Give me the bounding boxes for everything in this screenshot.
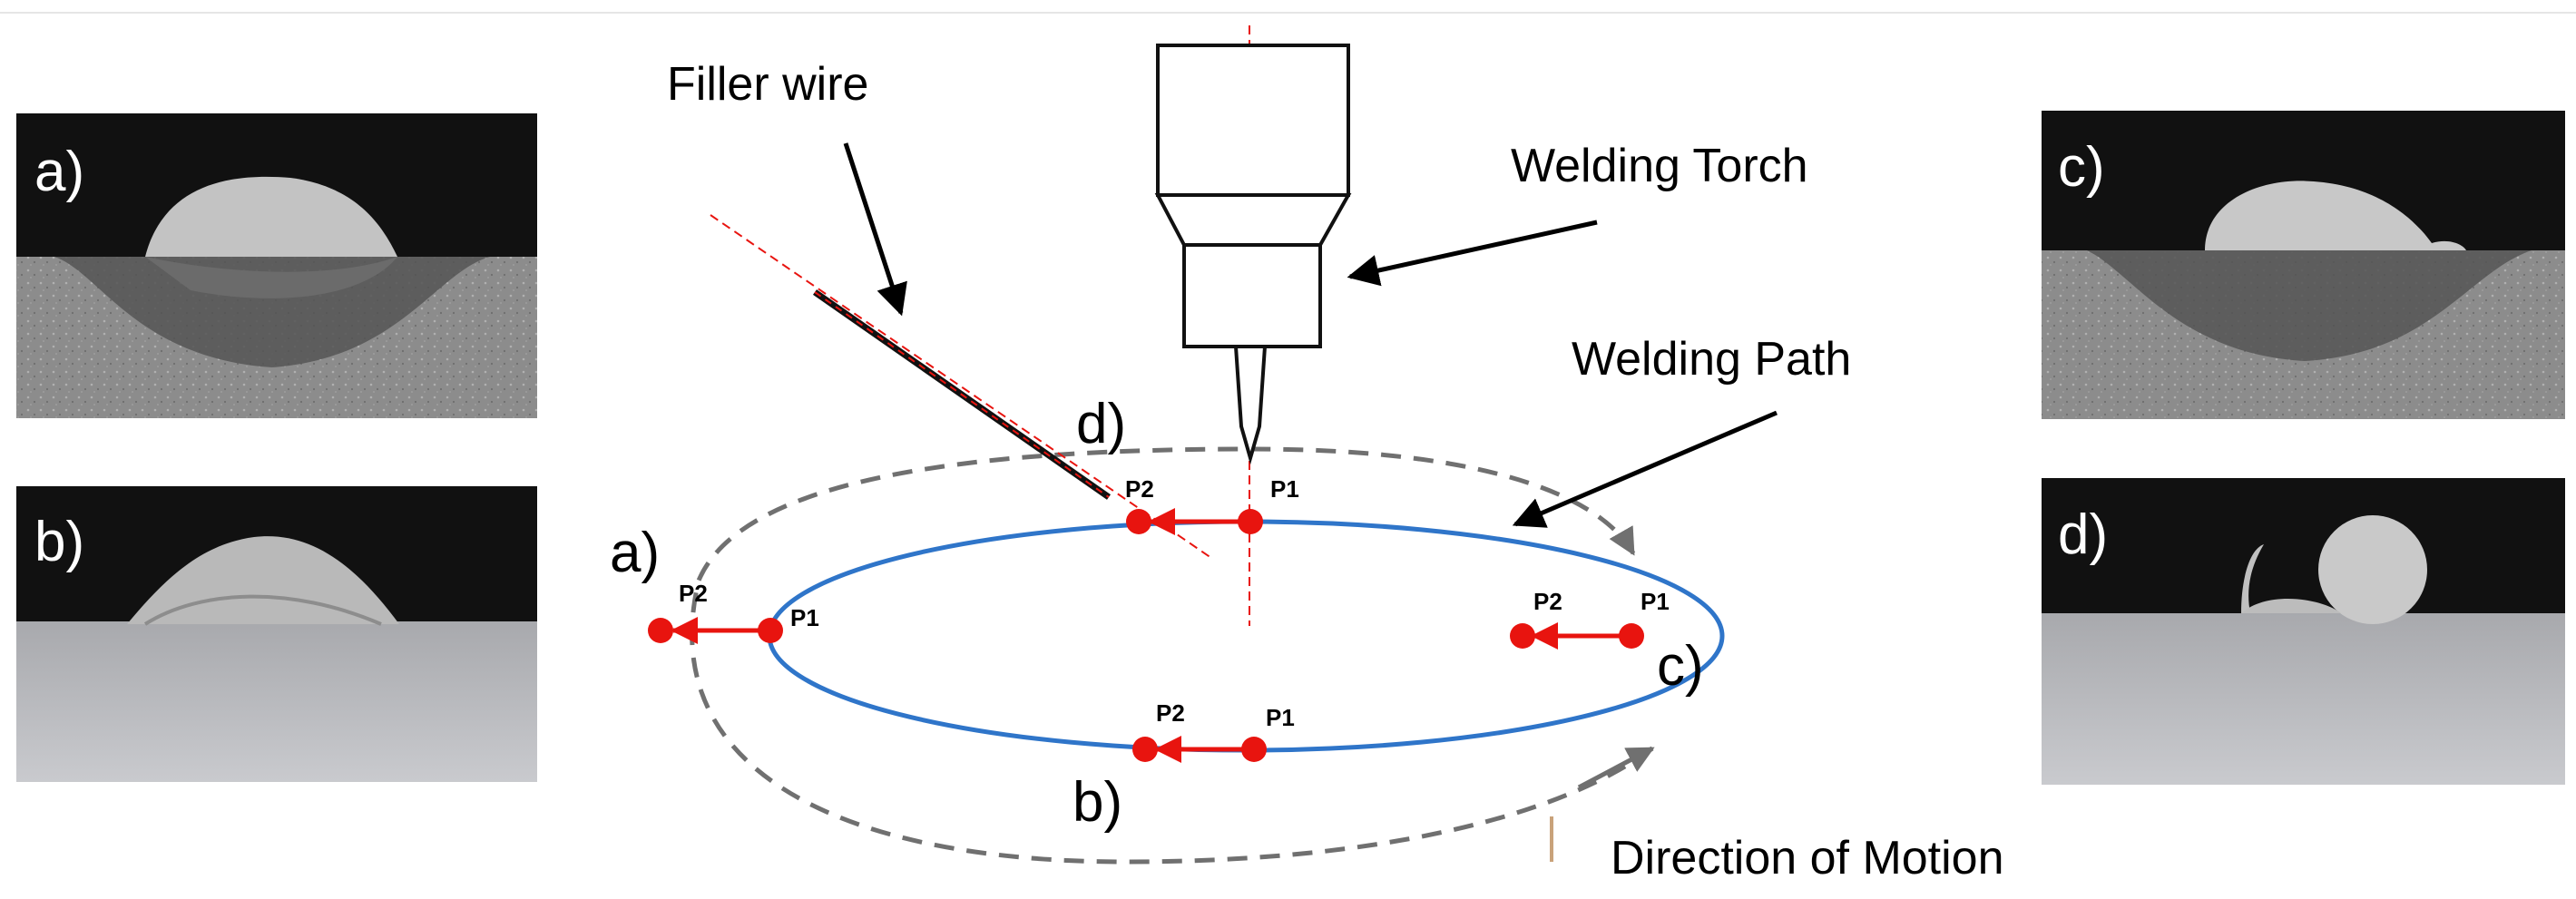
photo-b: b) [16,486,537,782]
marker-p2 [1510,623,1535,649]
p2-label: P2 [1156,699,1185,727]
direction-arrow [1577,746,1655,790]
filler-wire-pointer [843,142,907,317]
welding-torch-label: Welding Torch [1511,140,1808,192]
torch-pointer [1347,220,1598,287]
p1-label: P1 [1270,475,1299,503]
welding-path-label: Welding Path [1572,333,1851,386]
photo-label-c: c) [2058,136,2105,199]
marker-group-c: P1 P2 [1510,588,1670,650]
photo-label-d: d) [2058,503,2108,566]
photo-d: d) [2042,478,2565,785]
welding-torch [1154,44,1352,465]
path-pointer [1512,410,1778,528]
marker-group-d: P1 P2 [1125,475,1299,535]
path-position-d: d) [1076,393,1126,455]
photo-c: c) [2042,111,2565,419]
p2-label: P2 [1125,475,1154,503]
photo-label-a: a) [34,141,84,203]
marker-p1 [1619,623,1644,649]
photo-a: a) [16,113,537,418]
marker-p2 [1132,737,1158,762]
marker-group-b: P1 P2 [1132,699,1295,763]
path-position-b: b) [1073,771,1122,834]
photo-label-b: b) [34,511,84,573]
marker-p1 [1241,737,1267,762]
marker-p1 [758,618,783,643]
direction-of-motion-label: Direction of Motion [1611,832,2004,884]
path-position-c: c) [1657,635,1704,698]
p1-label: P1 [790,604,819,631]
filler-wire-label: Filler wire [667,58,868,111]
p2-label: P2 [1533,588,1562,615]
path-position-a: a) [610,522,660,584]
p2-label: P2 [679,580,708,607]
marker-p2 [1126,509,1151,534]
marker-group-a: P1 P2 [648,580,819,644]
p1-label: P1 [1641,588,1670,615]
p1-label: P1 [1266,704,1295,731]
motion-orbit [690,446,1655,865]
marker-p2 [648,618,673,643]
marker-p1 [1238,509,1263,534]
